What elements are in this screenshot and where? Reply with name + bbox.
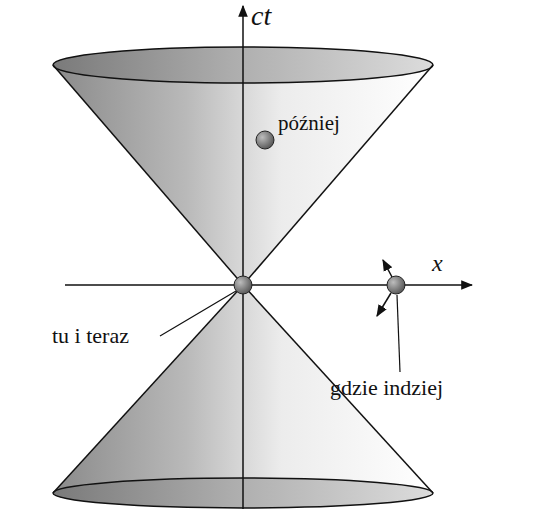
event-dot [256, 131, 274, 149]
region-label: później [278, 112, 340, 135]
leader-line [160, 291, 236, 336]
axis-label: ct [251, 1, 271, 32]
axis-label: x [432, 250, 443, 276]
motion-arrow [383, 260, 392, 277]
event-dot [387, 276, 405, 294]
cone-edge [243, 65, 433, 285]
x-axis [65, 284, 472, 286]
region-label: gdzie indziej [330, 376, 443, 400]
ct-axis [242, 6, 244, 509]
event-dot [234, 276, 252, 294]
cone-edge [53, 285, 243, 493]
region-label: tu i teraz [52, 324, 129, 348]
cone-edge [53, 65, 243, 285]
leader-line [397, 295, 400, 372]
motion-arrow [377, 293, 391, 316]
